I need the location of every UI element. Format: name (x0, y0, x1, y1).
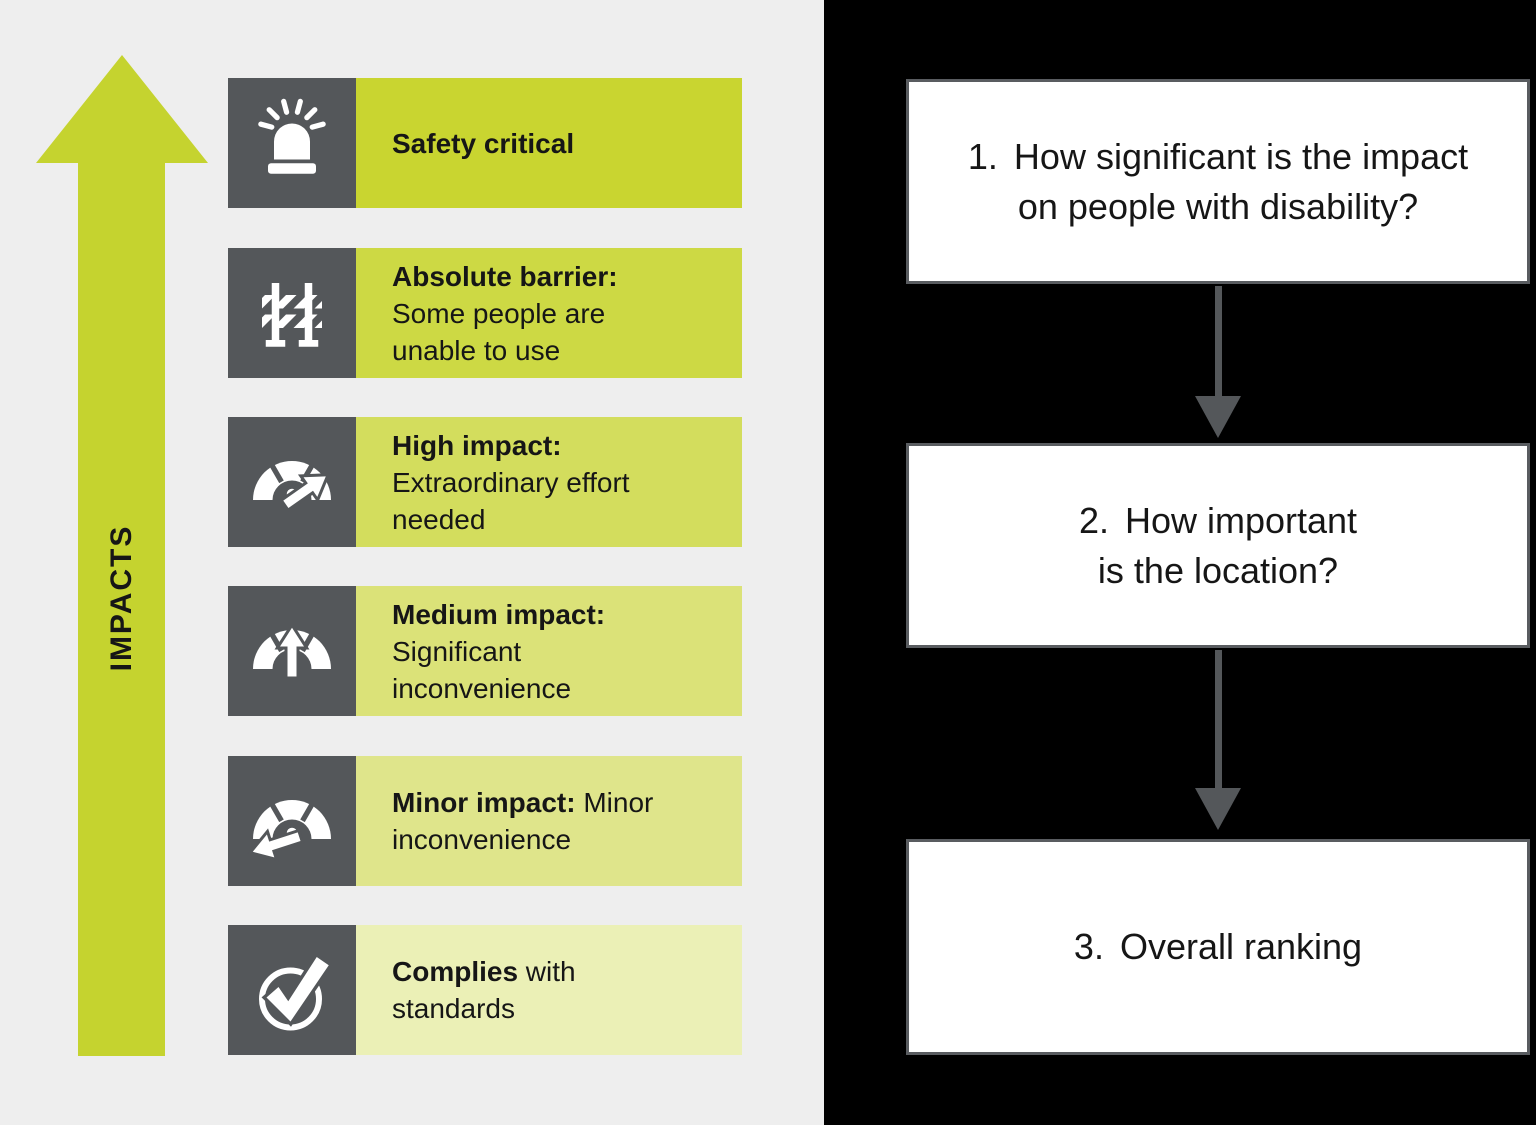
impact-row-absolute-barrier: Absolute barrier:Some people are unable … (228, 248, 742, 378)
impact-row-label: Absolute barrier:Some people are unable … (356, 248, 742, 378)
flow-step-line: is the location? (1097, 549, 1339, 591)
impacts-arrow-shaft (78, 160, 165, 1056)
impact-row-high-impact: High impact:Extraordinary effort needed (228, 417, 742, 547)
flow-arrow-down-icon (1195, 396, 1241, 438)
impacts-panel: IMPACTS Safety criti (36, 55, 742, 1056)
flow-step-significance: 1.How significant is the impact on peopl… (906, 79, 1530, 284)
impact-row-label: Safety critical (356, 78, 742, 208)
barrier-icon (228, 248, 356, 378)
gauge-low-icon (228, 756, 356, 886)
impact-row-safety-critical: Safety critical (228, 78, 742, 208)
gauge-medium-icon (228, 586, 356, 716)
impact-row-medium-impact: Medium impact:Significant inconvenience (228, 586, 742, 716)
siren-icon (228, 78, 356, 208)
gauge-high-icon (228, 417, 356, 547)
impact-row-label: High impact:Extraordinary effort needed (356, 417, 742, 547)
flow-step-line: 1.How significant is the impact (967, 135, 1469, 177)
flow-arrow-stem (1215, 650, 1222, 790)
flow-arrow-down-icon (1195, 788, 1241, 830)
flow-step-location: 2.How important is the location? (906, 443, 1530, 648)
impacts-axis-label: IMPACTS (105, 524, 138, 672)
flow-arrow-stem (1215, 286, 1222, 398)
flow-step-line: on people with disability? (1017, 185, 1419, 227)
impact-row-label: Medium impact:Significant inconvenience (356, 586, 742, 716)
flow-step-line: 3.Overall ranking (1073, 926, 1363, 967)
flow-step-line: 2.How important (1078, 499, 1358, 541)
flow-step-overall-ranking: 3.Overall ranking (906, 839, 1530, 1055)
impacts-arrow-head (36, 55, 208, 163)
check-circle-icon (228, 925, 356, 1055)
